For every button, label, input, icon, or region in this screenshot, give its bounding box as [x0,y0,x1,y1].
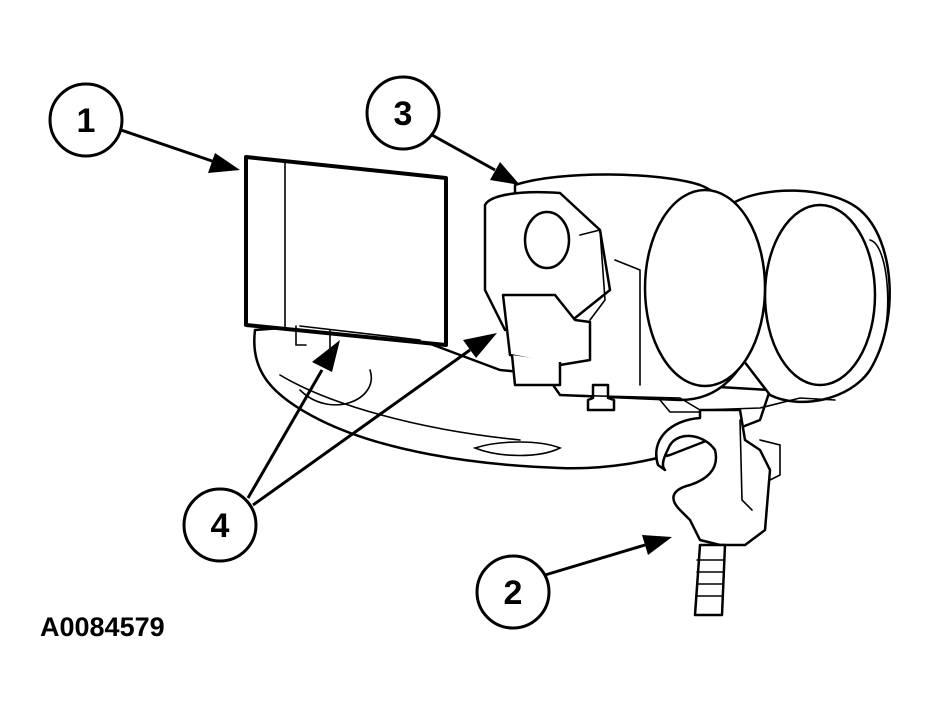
arrowhead-3 [490,162,520,185]
callout-3-label: 3 [394,95,413,133]
leader-3 [431,133,496,172]
control-module [244,155,448,353]
callout-4: 4 [182,487,258,563]
leader-4b [252,348,471,507]
leader-4a [246,369,324,499]
arrowhead-2 [642,535,672,555]
leader-1 [120,128,216,164]
callout-2-label: 2 [504,574,523,612]
leader-lines [120,128,672,577]
callout-1: 1 [48,82,124,158]
callout-1-label: 1 [77,102,96,140]
wiring-connector [655,408,781,617]
callout-3: 3 [365,75,441,151]
actuator-assembly [483,173,891,413]
arrowhead-1 [208,153,240,173]
figure-id-label: A0084579 [40,612,165,642]
callout-2: 2 [475,554,551,630]
leader-2 [544,543,646,577]
arrowhead-4a [312,340,340,372]
callout-4-label: 4 [211,507,230,545]
arrowhead-4b [463,333,497,358]
